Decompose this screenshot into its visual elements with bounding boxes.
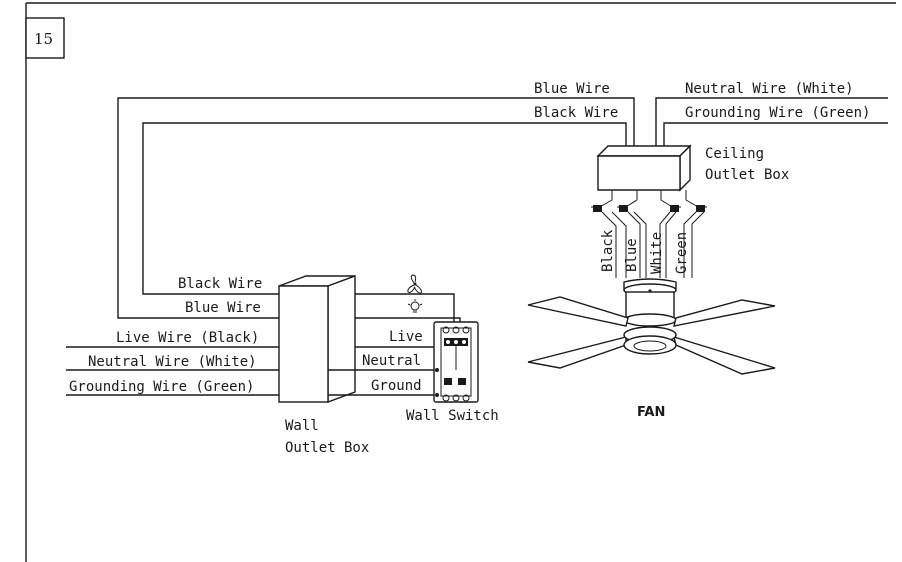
ceiling-black-wire-label: Black Wire [534,105,618,121]
fan-lead-white-label: White [649,232,665,274]
blue-wire-run [117,97,635,319]
light-bulb-icon [407,299,423,313]
house-wiring [117,97,888,319]
ceiling-outlet-box-label-2: Outlet Box [705,167,789,183]
ceiling-outlet-box-label-1: Ceiling [705,146,764,162]
wire-nut-connectors [591,205,707,212]
page-frame: 15 [25,2,896,562]
wall-outlet-box-label-1: Wall [285,418,319,434]
wire-nut-icon [696,205,707,212]
black-wire-run [142,122,627,295]
fan-icon [407,274,422,294]
fan-lead-blue-label: Blue [624,238,640,272]
neutral-wire-run [655,97,888,146]
wire-nut-icon [670,205,681,212]
switch-ground-label: Ground [371,378,422,394]
fan-leads [601,211,705,278]
switch-wires [328,293,461,396]
ceiling-leads [597,190,701,209]
ceiling-outlet-box [596,144,692,192]
switch-neutral-label: Neutral [362,353,421,369]
switch-live-label: Live [389,329,423,345]
ceiling-fan-illustration [527,278,776,375]
step-number-box [25,17,65,59]
ceiling-blue-wire-label: Blue Wire [534,81,610,97]
grounding-wire-label: Grounding Wire (Green) [69,379,254,395]
neutral-wire-label: Neutral Wire (White) [88,354,257,370]
wall-switch-label: Wall Switch [406,408,499,424]
ceiling-neutral-wire-label: Neutral Wire (White) [685,81,854,97]
wall-outlet-box [278,274,356,404]
live-wire-label: Live Wire (Black) [116,330,259,346]
fan-lead-green-label: Green [674,232,690,274]
fan-title: FAN [637,405,665,420]
grounding-wire-run [663,122,888,146]
ceiling-grounding-wire-label: Grounding Wire (Green) [685,105,870,121]
wire-nut-icon [617,205,628,212]
step-number: 15 [34,30,53,48]
wall-outlet-box-label-2: Outlet Box [285,440,369,456]
supply-wires [66,346,279,396]
wall-switch [433,321,479,403]
fan-lead-black-label: Black [600,229,616,272]
wire-nut-icon [591,205,602,212]
wall-black-wire-label: Black Wire [178,276,262,292]
wall-blue-wire-label: Blue Wire [185,300,261,316]
fan-switch-wire [355,293,455,326]
